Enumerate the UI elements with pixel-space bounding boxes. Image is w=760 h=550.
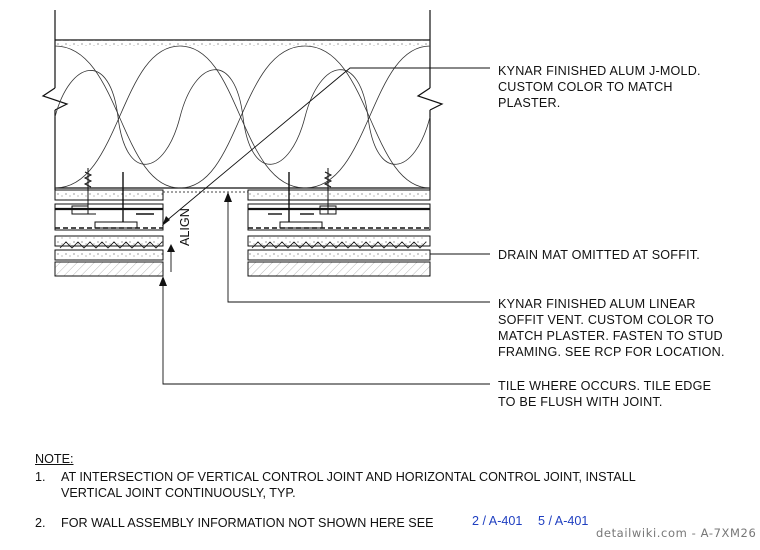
top-plate-hatch bbox=[55, 40, 430, 46]
note-number: 2. bbox=[35, 516, 46, 530]
callout-soffit-vent-line: FRAMING. SEE RCP FOR LOCATION. bbox=[498, 345, 725, 359]
callout-tile-line: TILE WHERE OCCURS. TILE EDGE bbox=[498, 379, 712, 393]
note-text: AT INTERSECTION OF VERTICAL CONTROL JOIN… bbox=[61, 470, 636, 484]
callout-soffit-vent-line: KYNAR FINISHED ALUM LINEAR bbox=[498, 297, 696, 311]
callout-jmold-line: KYNAR FINISHED ALUM J-MOLD. bbox=[498, 64, 701, 78]
callout-jmold-line: PLASTER. bbox=[498, 96, 561, 110]
callout-tile: TILE WHERE OCCURS. TILE EDGE TO BE FLUSH… bbox=[498, 378, 711, 410]
callout-soffit-vent-line: SOFFIT VENT. CUSTOM COLOR TO bbox=[498, 313, 714, 327]
note-text-continued: VERTICAL JOINT CONTINUOUSLY, TYP. bbox=[61, 486, 296, 500]
screw-fasteners bbox=[80, 168, 336, 215]
align-label: ALIGN bbox=[178, 208, 192, 246]
callout-soffit-vent-line: MATCH PLASTER. FASTEN TO STUD bbox=[498, 329, 723, 343]
callout-soffit-vent: KYNAR FINISHED ALUM LINEAR SOFFIT VENT. … bbox=[498, 296, 725, 360]
left-soffit-assembly bbox=[54, 189, 164, 277]
notes-heading: NOTE: bbox=[35, 452, 74, 466]
right-soffit-assembly bbox=[247, 189, 431, 277]
leader-lines bbox=[162, 67, 490, 385]
watermark: detailwiki.com - A-7XM26 bbox=[596, 526, 757, 540]
note-number: 1. bbox=[35, 470, 46, 484]
control-joint-marks bbox=[122, 172, 314, 222]
callout-drain-mat-line: DRAIN MAT OMITTED AT SOFFIT. bbox=[498, 248, 700, 262]
note-text: FOR WALL ASSEMBLY INFORMATION NOT SHOWN … bbox=[61, 516, 434, 530]
callout-jmold: KYNAR FINISHED ALUM J-MOLD. CUSTOM COLOR… bbox=[498, 63, 701, 111]
leader-arrowheads bbox=[159, 192, 232, 286]
callout-jmold-line: CUSTOM COLOR TO MATCH bbox=[498, 80, 673, 94]
detail-reference-link[interactable]: 2 / A-401 bbox=[472, 514, 523, 528]
detail-reference-link[interactable]: 5 / A-401 bbox=[538, 514, 589, 528]
callout-drain-mat: DRAIN MAT OMITTED AT SOFFIT. bbox=[498, 247, 700, 263]
batt-insulation bbox=[54, 45, 431, 189]
note-item-1: 1. AT INTERSECTION OF VERTICAL CONTROL JO… bbox=[35, 469, 636, 501]
note-item-2: 2. FOR WALL ASSEMBLY INFORMATION NOT SHOW… bbox=[35, 515, 434, 531]
wall-framing bbox=[41, 10, 444, 190]
callout-tile-line: TO BE FLUSH WITH JOINT. bbox=[498, 395, 663, 409]
